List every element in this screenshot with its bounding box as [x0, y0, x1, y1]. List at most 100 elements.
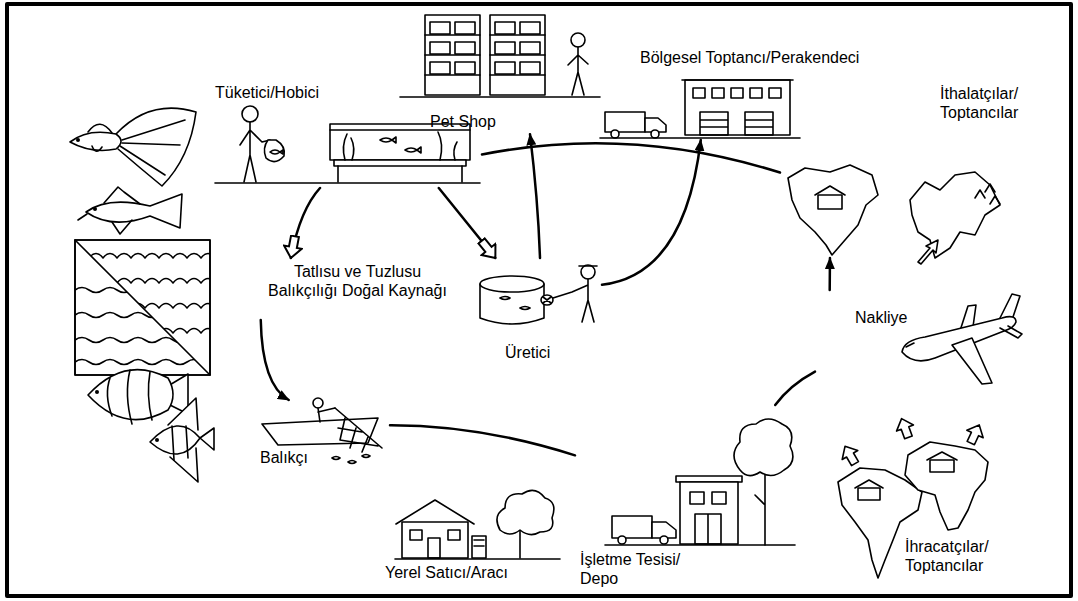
- station-label: İhracatçılar/ Toptancılar: [905, 537, 1015, 575]
- local-seller-scene: [395, 558, 560, 560]
- importer-maps: [788, 165, 1000, 264]
- wholesaler-scene: [682, 79, 793, 81]
- station-node: Tatlısu ve Tuzlusu Balıkçılığı Doğal Kay…: [250, 258, 465, 320]
- saltwater-waves: [75, 304, 215, 309]
- processing-facility-scene: [755, 470, 765, 545]
- wholesaler-scene: [685, 80, 790, 135]
- catfish: [78, 214, 87, 220]
- guppy-fish: [70, 108, 196, 186]
- breeder-scene: [541, 295, 553, 305]
- guppy-fish: [116, 108, 196, 186]
- station-node: Tüketici/Hobici: [212, 80, 482, 188]
- local-seller-scene: [396, 500, 474, 524]
- local-seller-scene: [497, 490, 554, 534]
- station-label: Yerel Satıcı/Aracı: [385, 563, 508, 582]
- catfish: [93, 207, 97, 211]
- breeder-scene: [553, 279, 594, 322]
- station-node: Üretici: [478, 258, 602, 365]
- water-symbol: [75, 240, 210, 375]
- pet-shop-scene: [495, 22, 540, 74]
- airplane: [906, 343, 914, 347]
- flow-arrow: [482, 143, 780, 172]
- angel-fish: [168, 398, 198, 430]
- station-node: Yerel Satıcı/Aracı: [380, 485, 565, 590]
- flow-arrow: [828, 258, 831, 290]
- processing-facility-scene: [676, 476, 742, 482]
- hobbyist-scene: [215, 182, 480, 184]
- breeder-scene: [579, 265, 597, 267]
- angel-fish: [200, 428, 214, 450]
- pet-shop-scene: [425, 35, 545, 75]
- pet-shop-scene: [400, 96, 600, 98]
- angel-fish: [150, 398, 214, 482]
- station-node: Balıkçı: [255, 400, 390, 472]
- importer-maps: [918, 240, 938, 264]
- wholesaler-scene: [651, 130, 659, 138]
- fishing-boat: [332, 455, 370, 464]
- local-seller-scene: [474, 540, 484, 546]
- water-symbol: [75, 240, 210, 375]
- exporter-maps: [855, 480, 883, 488]
- importer-maps: [815, 186, 845, 195]
- angel-fish: [150, 426, 200, 454]
- wholesaler-scene: [605, 112, 645, 132]
- processing-facility-scene: [618, 536, 626, 544]
- importer-maps: [975, 184, 1000, 204]
- guppy-fish: [70, 132, 121, 150]
- hobbyist-scene: [343, 132, 457, 160]
- flow-arrow: [775, 372, 815, 405]
- guppy-fish: [76, 138, 80, 142]
- freshwater-waves: [75, 288, 215, 365]
- freshwater-waves: [75, 313, 215, 318]
- station-label: Pet Shop: [430, 112, 496, 131]
- wholesaler-scene: [600, 80, 800, 138]
- guppy-fish: [120, 120, 185, 175]
- angel-fish: [172, 426, 188, 460]
- exporter-maps: [927, 452, 957, 460]
- processing-facility-scene: [605, 544, 795, 546]
- breeder-scene: [543, 297, 551, 303]
- guppy-fish: [88, 124, 112, 133]
- processing-facility-scene: [612, 516, 652, 538]
- local-seller-scene: [519, 530, 521, 558]
- saltwater-waves: [75, 254, 215, 334]
- angel-fish: [155, 438, 159, 442]
- station-label: Bölgesel Toptancı/Perakendeci: [640, 48, 859, 67]
- processing-facility-scene: [734, 419, 793, 476]
- wholesaler-scene: [693, 88, 781, 98]
- freshwater-waves: [75, 360, 215, 365]
- butterfly-fish: [95, 390, 99, 394]
- hobbyist-scene: [334, 160, 466, 166]
- station-node: İşletme Tesisi/ Depo: [575, 405, 795, 591]
- wholesaler-scene: [611, 130, 619, 138]
- station-node: Bölgesel Toptancı/Perakendeci: [600, 44, 925, 140]
- guppy-fish: [92, 146, 102, 151]
- hobbyist-scene: [264, 140, 284, 162]
- station-label: İşletme Tesisi/ Depo: [580, 550, 705, 588]
- station-node: Pet Shop: [400, 10, 600, 134]
- pet-shop-scene: [400, 15, 600, 97]
- fishing-boat: [313, 398, 323, 408]
- fishing-boat: [335, 408, 382, 452]
- processing-facility-scene: [690, 492, 726, 544]
- importer-maps: [910, 172, 1000, 258]
- wholesaler-scene: [600, 137, 800, 139]
- butterfly-fish: [107, 370, 152, 424]
- station-label: Balıkçı: [260, 448, 308, 467]
- airplane: [902, 294, 1022, 384]
- flow-arrow: [602, 140, 701, 285]
- flow-arrow: [439, 188, 496, 258]
- exporter-maps: [963, 421, 988, 447]
- breeder-scene: [480, 276, 544, 292]
- hobbyist-scene: [242, 106, 258, 122]
- station-node: İthalatçılar/ Toptancılar: [780, 80, 1050, 258]
- exporter-maps: [930, 460, 954, 472]
- station-label: Tatlısu ve Tuzlusu Balıkçılığı Doğal Kay…: [260, 262, 455, 300]
- catfish: [112, 220, 132, 234]
- local-seller-scene: [472, 536, 486, 558]
- airplane: [1000, 326, 1022, 338]
- flow-arrow: [530, 134, 540, 258]
